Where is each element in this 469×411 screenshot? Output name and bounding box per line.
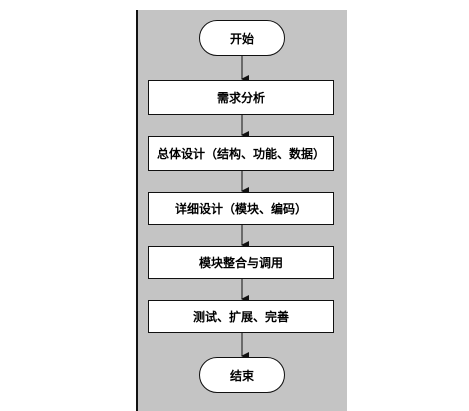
step-overall-design: 总体设计（结构、功能、数据）: [148, 136, 334, 171]
step-module-integration: 模块整合与调用: [148, 246, 334, 279]
step-requirements-analysis: 需求分析: [148, 80, 334, 115]
step-detailed-design: 详细设计（模块、编码）: [148, 192, 334, 225]
start-terminal: 开始: [199, 20, 285, 56]
step-testing-extension: 测试、扩展、完善: [148, 300, 334, 333]
left-border-line: [136, 10, 138, 411]
end-terminal: 结束: [199, 357, 285, 393]
